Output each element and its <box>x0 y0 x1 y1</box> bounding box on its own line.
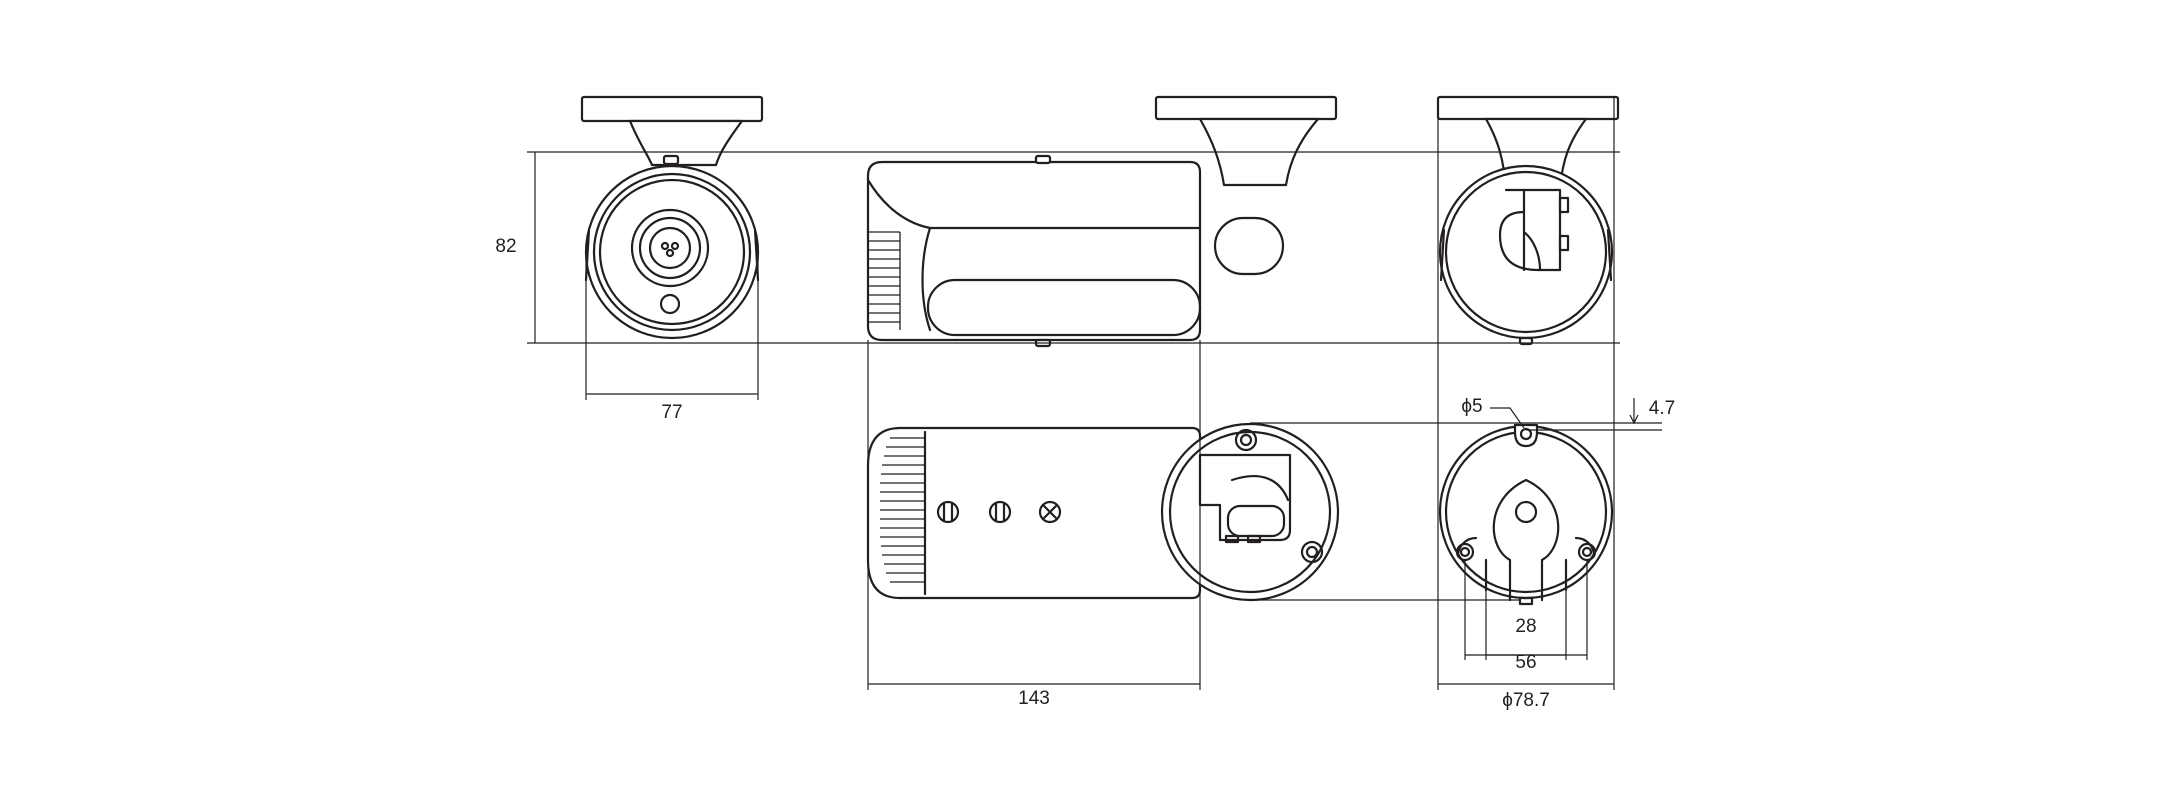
rear-view <box>1436 95 1620 346</box>
dim-front-width-label: 77 <box>661 402 682 423</box>
dimension-lines <box>527 97 1662 690</box>
dim-hole-offset-label: 4.7 <box>1649 398 1675 419</box>
dim-hole-spacing-label: 56 <box>1515 652 1536 673</box>
dim-base-dia-label: ϕ78.7 <box>1502 690 1550 711</box>
dim-slot-width-label: 28 <box>1515 616 1536 637</box>
bottom-view <box>866 422 1340 602</box>
dim-length-label: 143 <box>1018 688 1050 709</box>
side-view <box>866 95 1338 348</box>
dim-height-label: 82 <box>495 236 516 257</box>
mount-base-view <box>1438 423 1614 606</box>
dim-hole-dia-label: ϕ5 <box>1461 396 1482 417</box>
front-view <box>580 95 764 340</box>
